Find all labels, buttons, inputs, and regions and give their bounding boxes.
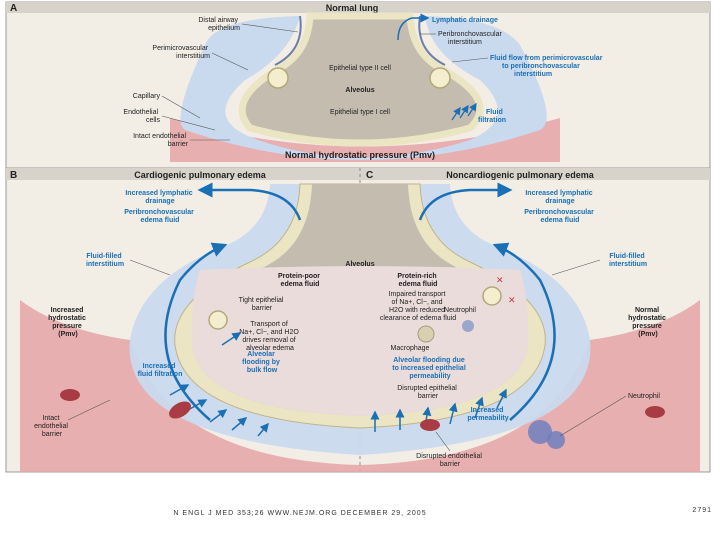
label-endothelial: Endothelial cells bbox=[123, 109, 160, 124]
distal-airway-wall-right bbox=[418, 15, 446, 66]
label-c-impaired: Impaired transport of Na+, Cl−, and H2O … bbox=[380, 291, 456, 322]
label-capillary: Capillary bbox=[133, 93, 161, 100]
interstitial-flow-c bbox=[492, 242, 556, 421]
label-c-macrophage: Macrophage bbox=[391, 345, 430, 352]
label-intact-barrier: Intact endothelial barrier bbox=[133, 133, 189, 148]
label-type-i: Epithelial type I cell bbox=[330, 109, 390, 116]
type-ii-cell-left bbox=[267, 67, 289, 89]
lymphatic-arrow-b bbox=[197, 182, 302, 221]
perimicrovascular-interstitium bbox=[180, 16, 547, 160]
neutrophil-cluster-2 bbox=[547, 431, 565, 449]
svg-text:✕: ✕ bbox=[496, 275, 504, 285]
page-number: 2791 bbox=[692, 507, 712, 514]
lymphatic-drainage-arrow bbox=[397, 13, 430, 41]
label-b-lymphatic: Increased lymphatic drainage bbox=[125, 190, 194, 205]
label-c-permeability: Increased permeability bbox=[467, 407, 508, 422]
label-b-protein-poor: Protein-poor edema fluid bbox=[278, 273, 322, 288]
label-alveolus-a: Alveolus bbox=[345, 87, 374, 94]
label-alveolus-bc: Alveolus bbox=[345, 261, 374, 268]
label-b-flooding: Alveolar flooding by bulk flow bbox=[242, 351, 282, 374]
label-c-lymphatic: Increased lymphatic drainage bbox=[525, 190, 594, 205]
panel-bc-header bbox=[6, 168, 710, 180]
red-cell-2 bbox=[169, 401, 191, 419]
lymphatic-arrow-c bbox=[418, 182, 513, 221]
label-b-peribronch: Peribronchovascular edema fluid bbox=[124, 209, 196, 224]
panel-c-title: Noncardiogenic pulmonary edema bbox=[446, 170, 595, 180]
macrophage-cell bbox=[417, 325, 435, 343]
label-c-pressure: Normal hydrostatic pressure (Pmv) bbox=[628, 307, 668, 338]
fluid-filtration-arrows bbox=[451, 102, 477, 121]
panel-c-letter: C bbox=[366, 170, 373, 181]
footer-citation: N ENGL J MED 353;26 WWW.NEJM.ORG DECEMBE… bbox=[173, 510, 426, 517]
alveolar-edema-fluid bbox=[191, 266, 529, 416]
label-b-filtration: Increased fluid filtration bbox=[138, 363, 183, 378]
type-ii-cell-c bbox=[482, 286, 502, 306]
vessel-right bbox=[360, 300, 700, 472]
red-cell-1 bbox=[60, 389, 80, 401]
label-type-ii: Epithelial type II cell bbox=[329, 65, 391, 72]
filtration-arrows-b bbox=[169, 332, 269, 437]
type-ii-cell-right bbox=[429, 67, 451, 89]
label-perimicrovascular: Perimicrovascular interstitium bbox=[152, 45, 210, 60]
filtration-arrows-c bbox=[370, 388, 507, 432]
label-normal-pressure: Normal hydrostatic pressure (Pmv) bbox=[285, 150, 435, 160]
label-fluid-filtration-a: Fluid filtration bbox=[478, 109, 506, 124]
type-ii-cell-b bbox=[208, 310, 228, 330]
panels-b-c: B Cardiogenic pulmonary edema C Noncardi… bbox=[6, 168, 710, 472]
label-peribronchovascular-a: Peribronchovascular interstitium bbox=[438, 31, 504, 46]
label-c-protein-rich: Protein-rich edema fluid bbox=[397, 273, 438, 288]
label-b-transport: Transport of Na+, Cl−, and H2O drives re… bbox=[239, 321, 300, 352]
panel-a-title: Normal lung bbox=[326, 3, 379, 13]
vessel-left bbox=[20, 300, 360, 472]
panel-a: A Normal lung Distal airway epithelium P… bbox=[6, 2, 710, 162]
disrupted-junction-marks: ✕ ✕ bbox=[496, 275, 516, 305]
neutrophil-inner bbox=[462, 320, 474, 332]
label-c-disrupted-endo: Disrupted endothelial barrier bbox=[416, 453, 484, 468]
label-fluid-flow: Fluid flow from perimicrovascular to per… bbox=[490, 55, 604, 78]
label-b-tight: Tight epithelial barrier bbox=[239, 297, 286, 312]
label-b-intact: Intact endothelial barrier bbox=[34, 415, 70, 438]
label-lymphatic-a: Lymphatic drainage bbox=[432, 17, 498, 24]
label-b-fluid-filled: Fluid-filled interstitium bbox=[86, 253, 124, 268]
svg-text:✕: ✕ bbox=[508, 295, 516, 305]
red-cell-4 bbox=[645, 406, 665, 418]
label-c-neutrophil-inner: Neutrophil bbox=[444, 307, 476, 314]
panel-b-title: Cardiogenic pulmonary edema bbox=[134, 170, 267, 180]
panel-b-letter: B bbox=[10, 170, 17, 181]
label-c-fluid-filled: Fluid-filled interstitium bbox=[609, 253, 647, 268]
distal-airway-wall bbox=[274, 15, 302, 66]
label-c-flooding: Alveolar flooding due to increased epith… bbox=[392, 357, 467, 380]
red-cell-3 bbox=[420, 419, 440, 431]
label-c-neutrophil: Neutrophil bbox=[628, 393, 660, 400]
neutrophil-cluster bbox=[528, 420, 552, 444]
label-distal-airway: Distal airway epithelium bbox=[198, 17, 240, 32]
panel-a-header bbox=[6, 2, 710, 13]
label-c-disrupted-epi: Disrupted epithelial barrier bbox=[397, 385, 459, 400]
panel-a-letter: A bbox=[10, 3, 17, 14]
label-c-peribronch: Peribronchovascular edema fluid bbox=[524, 209, 596, 224]
label-b-pressure: Increased hydrostatic pressure (Pmv) bbox=[48, 307, 88, 338]
